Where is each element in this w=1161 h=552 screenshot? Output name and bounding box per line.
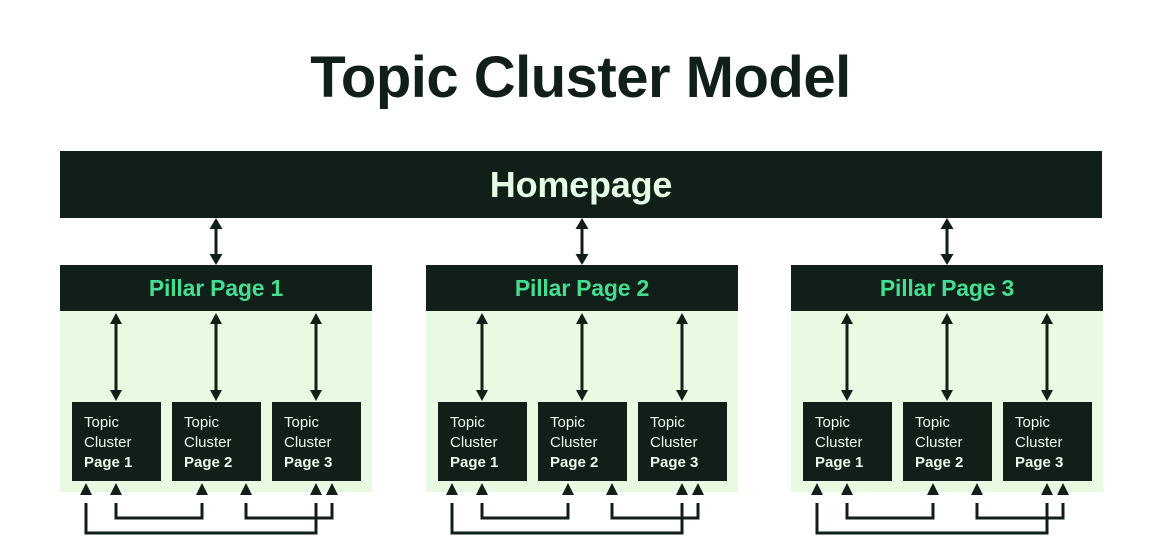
pillar-page-2-label: Pillar Page 2 [514,274,650,301]
topic-line-1: Topic [450,414,486,431]
topic-page-label: Page 3 [1015,453,1064,471]
connector-pillar3-to-topic3-icon [1041,313,1053,401]
cluster-body-2: Topic Cluster Page 1 Topic Cluster Page … [426,311,738,535]
topic-cluster-page-1-node[interactable]: Topic Cluster Page 1 [803,402,892,481]
topic-line-2: Cluster [550,433,598,451]
topic-line-2: Cluster [450,433,498,451]
topic-interlink-connectors-3 [811,483,1069,535]
topic-line-2: Cluster [284,433,332,451]
topic-line-2: Cluster [815,433,863,451]
connector-pillar1-to-topic2-icon [210,313,222,401]
connector-pillar1-to-topic1-icon [110,313,122,401]
cluster-group-1: Pillar Page 1 Topic Cluster Page 1 [60,265,372,535]
topic-cluster-page-3-node[interactable]: Topic Cluster Page 3 [1003,402,1092,481]
topic-page-label: Page 3 [650,453,699,471]
connector-pillar2-to-topic3-icon [676,313,688,401]
topic-line-2: Cluster [915,433,963,451]
topic-cluster-page-3-node[interactable]: Topic Cluster Page 3 [272,402,361,481]
topic-line-2: Cluster [1015,433,1063,451]
cluster-body-1: Topic Cluster Page 1 Topic Cluster Page … [60,311,372,535]
topic-interlink-connectors-2 [446,483,704,535]
topic-line-1: Topic [915,414,951,431]
topic-line-1: Topic [1015,414,1051,431]
topic-line-2: Cluster [184,433,232,451]
topic-page-label: Page 1 [815,453,864,471]
topic-line-2: Cluster [650,433,698,451]
topic-cluster-page-2-node[interactable]: Topic Cluster Page 2 [538,402,627,481]
connector-pillar2-to-topic1-icon [476,313,488,401]
topic-page-label: Page 2 [915,453,964,471]
topic-cluster-page-2-node[interactable]: Topic Cluster Page 2 [172,402,261,481]
topic-interlink-connectors-1 [80,483,338,535]
connector-homepage-to-pillar-1-icon [209,218,223,265]
topic-cluster-page-1-node[interactable]: Topic Cluster Page 1 [438,402,527,481]
topic-line-1: Topic [184,414,220,431]
connector-pillar3-to-topic1-icon [841,313,853,401]
pillar-page-3-label: Pillar Page 3 [879,274,1015,301]
homepage-label: Homepage [489,163,673,205]
connector-pillar1-to-topic3-icon [310,313,322,401]
pillar-page-1-label: Pillar Page 1 [148,274,284,301]
pillar-page-1-node[interactable]: Pillar Page 1 [60,265,372,311]
topic-page-label: Page 1 [84,453,133,471]
connector-pillar3-to-topic2-icon [941,313,953,401]
connector-homepage-to-pillar-3-icon [940,218,954,265]
topic-line-2: Cluster [84,433,132,451]
topic-line-1: Topic [815,414,851,431]
topic-page-label: Page 1 [450,453,499,471]
topic-page-label: Page 2 [184,453,233,471]
connector-pillar2-to-topic2-icon [576,313,588,401]
topic-line-1: Topic [284,414,320,431]
topic-page-label: Page 3 [284,453,333,471]
topic-line-1: Topic [550,414,586,431]
topic-cluster-page-3-node[interactable]: Topic Cluster Page 3 [638,402,727,481]
topic-cluster-page-1-node[interactable]: Topic Cluster Page 1 [72,402,161,481]
cluster-group-2: Pillar Page 2 Topic Cluster Page 1 [426,265,738,535]
topic-page-label: Page 2 [550,453,599,471]
topic-line-1: Topic [84,414,120,431]
pillar-page-2-node[interactable]: Pillar Page 2 [426,265,738,311]
topic-cluster-page-2-node[interactable]: Topic Cluster Page 2 [903,402,992,481]
homepage-node[interactable]: Homepage [60,151,1102,218]
topic-line-1: Topic [650,414,686,431]
cluster-body-3: Topic Cluster Page 1 Topic Cluster Page … [791,311,1103,535]
cluster-group-3: Pillar Page 3 Topic Cluster Page 1 [791,265,1103,535]
page-title: Topic Cluster Model [310,45,851,110]
pillar-page-3-node[interactable]: Pillar Page 3 [791,265,1103,311]
connector-homepage-to-pillar-2-icon [575,218,589,265]
